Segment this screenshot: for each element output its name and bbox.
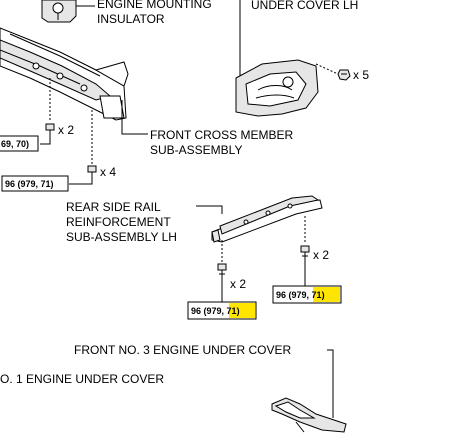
cross-member-bolt-qty-bottom: x 4 [100,165,116,179]
front-cross-member-label-line1: FRONT CROSS MEMBER [150,128,293,142]
engine-mounting-insulator-part [41,0,77,23]
engine-mounting-insulator-label-line2: INSULATOR [97,12,165,26]
rail-bolt-icon-left [217,263,227,278]
rail-bolt-qty-right: x 2 [313,248,329,262]
torque-rail-right-value: 96 (979, 71) [276,290,325,300]
torque-cross-member-value: 96 (979, 71) [5,179,54,189]
cover-bolt-qty: x 5 [353,68,369,82]
torque-cross-member-leader [69,178,93,185]
front-cross-member-leader [121,100,148,135]
front-no3-engine-under-cover-label: FRONT NO. 3 ENGINE UNDER COVER [74,343,291,357]
rear-side-rail-label-line2: REINFORCEMENT [66,215,171,229]
front-no3-engine-under-cover-leader [327,349,334,418]
cross-member-bolt-icon-left [45,123,55,138]
rear-side-rail-label-line1: REAR SIDE RAIL [66,200,161,214]
cover-bolt-guide [315,63,339,75]
engine-mounting-insulator-label-line1: ENGINE MOUNTING [97,0,212,11]
rail-bolt-qty-left: x 2 [230,277,246,291]
cross-member-bolt-icon-bottom [87,165,97,178]
torque-cross-member-box [1,175,69,192]
under-cover-lh-part [235,59,319,117]
torque-left-box [0,135,39,152]
front-no3-engine-under-cover-part [271,397,347,433]
rail-bolt-icon-right [300,245,310,260]
torque-rail-left-highlight [229,303,255,318]
front-cross-member-part [0,27,129,121]
cross-member-bolt-qty-left: x 2 [58,123,74,137]
torque-left-value: 69, 70) [1,139,29,149]
no1-engine-under-cover-label: O. 1 ENGINE UNDER COVER [0,372,164,386]
cover-bolt-icon [337,69,351,81]
rear-side-rail-part [211,195,323,243]
torque-left-leader [40,138,51,145]
rear-side-rail-leader [196,205,223,214]
torque-rail-left-value: 96 (979, 71) [191,306,240,316]
front-cross-member-label-line2: SUB-ASSEMBLY [150,143,242,157]
torque-rail-right-highlight [313,287,340,302]
rear-side-rail-label-line3: SUB-ASSEMBLY LH [66,230,177,244]
under-cover-lh-label: UNDER COVER LH [251,0,358,12]
